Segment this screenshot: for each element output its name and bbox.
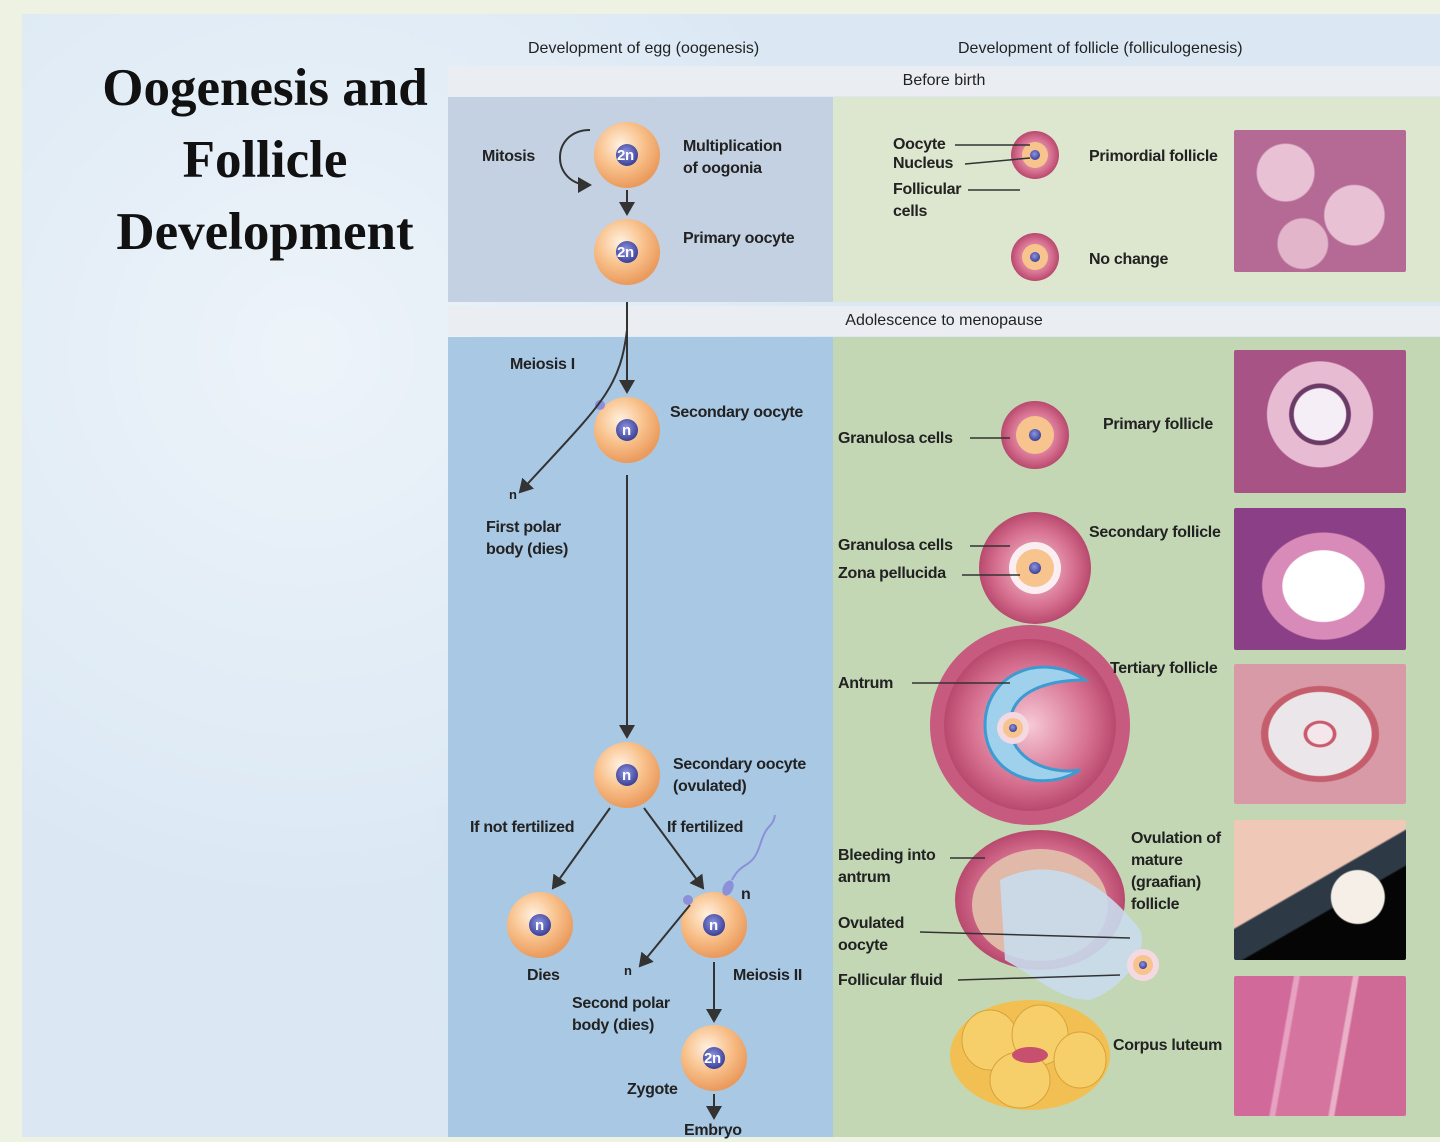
ovulation-photo [1234,820,1406,960]
meiosis1-label: Meiosis I [510,356,575,373]
corpus-luteum-label: Corpus luteum [1113,1037,1222,1054]
before-birth-band: Before birth [448,66,1440,96]
zygote-label: Zygote [627,1081,678,1098]
mitosis-loop-arrow [559,129,592,193]
tertiary-follicle-micrograph [1234,664,1406,804]
oogonium-cell [594,122,660,188]
multiplication-label: Multiplication of oogonia [683,138,782,177]
primordial-follicle-drawing [1011,131,1059,179]
unfertilized-oocyte-ploidy: n [535,917,544,934]
tertiary-follicle-drawing [930,625,1130,825]
zona-pellucida-label: Zona pellucida [838,565,946,582]
sperm-n-label: n [741,886,751,903]
oogonium-ploidy: 2n [617,147,634,164]
second-polar-body [683,895,693,905]
ovulating-follicle-drawing [955,830,1159,1000]
not-fertilized-arrow [551,807,611,890]
ovulated-secondary-oocyte-cell [594,742,660,808]
primary-oocyte-ploidy: 2n [617,244,634,261]
granulosa-cells-label-1: Granulosa cells [838,430,953,447]
no-change-label: No change [1089,251,1169,268]
first-polar-body-ploidy: n [509,487,517,502]
secondary-oocyte-label: Secondary oocyte [670,404,804,421]
dies-label: Dies [527,967,560,984]
second-polar-body-ploidy: n [624,963,632,978]
tertiary-follicle-label: Tertiary follicle [1110,660,1218,677]
primordial-no-change-drawing [1011,233,1059,281]
primordial-follicle-label: Primordial follicle [1089,148,1218,165]
corpus-luteum-micrograph [1234,976,1406,1116]
unfertilized-oocyte-cell [507,892,573,958]
oocyte-label: Oocyte [893,136,946,153]
sperm-icon [722,814,776,896]
if-fertilized-label: If fertilized [667,819,744,836]
fertilized-oocyte-cell [681,892,747,958]
follicular-cells-label: Follicular cells [893,181,962,220]
antrum-label: Antrum [838,675,894,692]
embryo-label: Embryo [684,1122,742,1139]
slide-title: Oogenesis and Follicle Development [102,59,428,261]
fertilized-arrow [643,807,705,890]
secondary-oocyte-ploidy: n [622,422,631,439]
secondary-follicle-label: Secondary follicle [1089,524,1221,541]
folliculogenesis-column-header: Development of follicle (folliculogenesi… [958,40,1243,57]
primary-oocyte-cell [594,219,660,285]
second-polar-body-label: Second polar body (dies) [572,995,670,1034]
nucleus-label: Nucleus [893,155,954,172]
fertilized-oocyte-ploidy: n [709,917,718,934]
primordial-follicle-micrograph [1234,130,1406,272]
ovulation-label: Ovulation of mature (graafian) follicle [1131,830,1221,913]
corpus-luteum-drawing [950,1000,1110,1110]
primary-follicle-micrograph [1234,350,1406,493]
secondary-follicle-micrograph [1234,508,1406,650]
ovulated-oocyte-label: Ovulated oocyte [838,915,905,954]
second-polar-body-arrow [638,904,691,968]
follicle-leader-lines [912,144,1131,981]
secondary-follicle-drawing [979,512,1091,624]
follicular-fluid-label: Follicular fluid [838,972,943,989]
zygote-ploidy: 2n [704,1050,721,1067]
oogenesis-column-header: Development of egg (oogenesis) [528,40,760,57]
if-not-fertilized-label: If not fertilized [470,819,575,836]
mitosis-label: Mitosis [482,148,536,165]
meiosis2-label: Meiosis II [733,967,803,984]
first-polar-body-label: First polar body (dies) [486,519,569,558]
secondary-oocyte-cell [594,397,660,463]
adolescence-band: Adolescence to menopause [448,306,1440,336]
primary-oocyte-label: Primary oocyte [683,230,795,247]
granulosa-cells-label-2: Granulosa cells [838,537,953,554]
bleeding-into-antrum-label: Bleeding into antrum [838,847,936,886]
first-polar-body [595,400,605,410]
first-polar-body-arrow [518,329,628,494]
secondary-oocyte-ovulated-label: Secondary oocyte (ovulated) [673,756,807,795]
primary-follicle-label: Primary follicle [1103,416,1213,433]
ovulated-oocyte-ploidy: n [622,767,631,784]
oogenesis-adolescence-panel [448,337,833,1137]
primary-follicle-drawing [1001,401,1069,469]
zygote-cell [681,1025,747,1091]
